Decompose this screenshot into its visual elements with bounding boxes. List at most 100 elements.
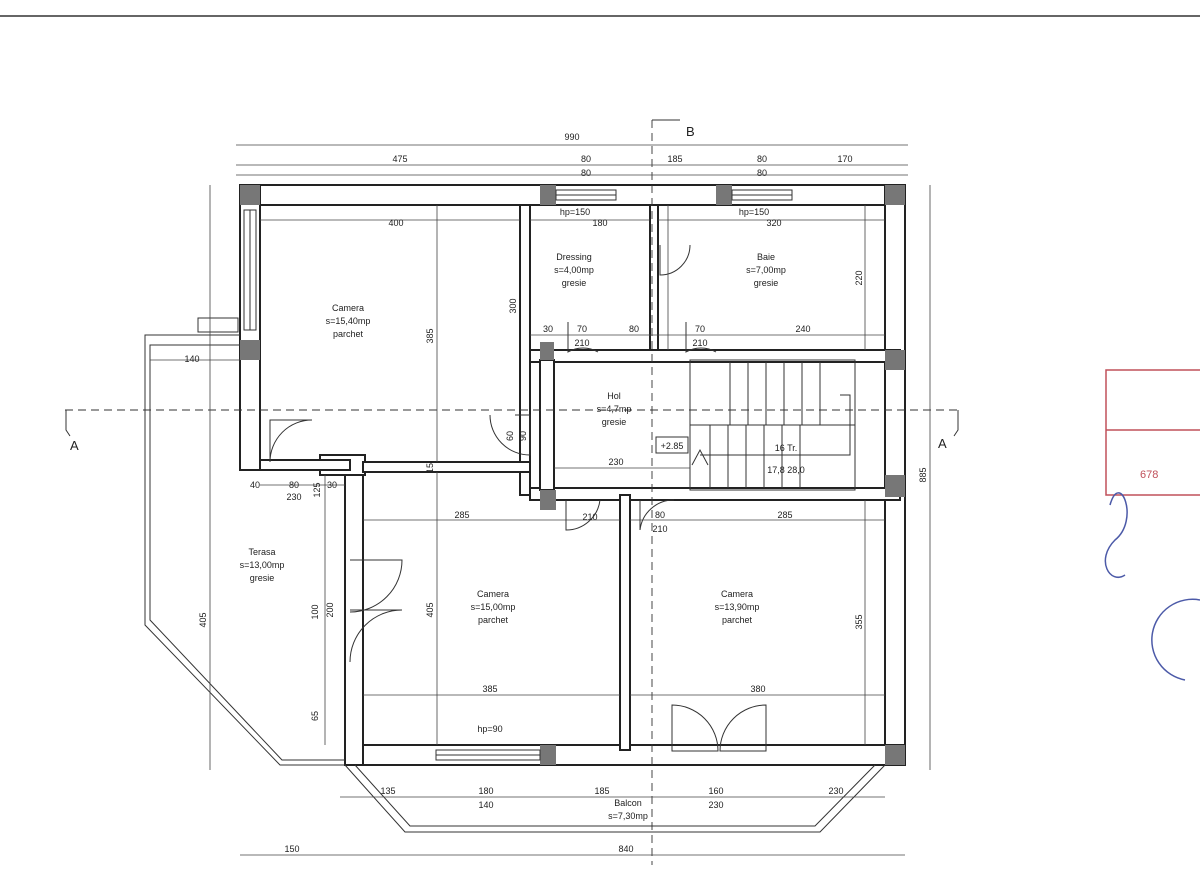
room-area: s=15,40mp	[326, 316, 371, 326]
dim-140: 140	[184, 354, 199, 364]
level-marker: +2.85	[661, 441, 684, 451]
dim-bottom-5: 230	[828, 786, 843, 796]
doors	[269, 244, 767, 752]
dim-top-4: 80	[757, 154, 767, 164]
stairs-size: 17,8 28,0	[767, 465, 805, 475]
dimension-lines	[150, 144, 931, 856]
dim-220: 220	[854, 270, 864, 285]
room-name: Camera	[477, 589, 509, 599]
room-finish: parchet	[722, 615, 753, 625]
room-area: s=7,30mp	[608, 811, 648, 821]
room-name: Camera	[721, 589, 753, 599]
dim-210-a: 210	[574, 338, 589, 348]
dim-bottom-8: 150	[284, 844, 299, 854]
dim-left-height: 405	[198, 612, 208, 627]
dim-355: 355	[854, 614, 864, 629]
dim-65: 65	[310, 711, 320, 721]
dim-bottom-6: 140	[478, 800, 493, 810]
dim-60: 60	[505, 431, 515, 441]
dim-210-c: 210	[582, 512, 597, 522]
dim-top-5: 170	[837, 154, 852, 164]
room-finish: gresie	[754, 278, 779, 288]
dim-210-b: 210	[692, 338, 707, 348]
section-label-a-right: A	[938, 436, 947, 451]
stamp-number: 678	[1140, 469, 1158, 481]
dim-top-sub-2: 80	[757, 168, 767, 178]
dim-405: 405	[425, 602, 435, 617]
room-balcon: Balcon s=7,30mp	[608, 798, 648, 821]
interior-walls	[362, 204, 901, 751]
dim-230-b: 230	[286, 492, 301, 502]
dim-80-c: 80	[655, 510, 665, 520]
room-area: s=15,00mp	[471, 602, 516, 612]
room-hol: Hol s=4,7mp gresie	[597, 391, 632, 427]
room-terasa: Terasa s=13,00mp gresie	[240, 547, 285, 583]
dim-300: 300	[508, 298, 518, 313]
dim-240: 240	[795, 324, 810, 334]
dim-bottom-4: 160	[708, 786, 723, 796]
dim-total-width: 990	[564, 132, 579, 142]
dim-200: 200	[325, 602, 335, 617]
room-area: s=13,90mp	[715, 602, 760, 612]
room-area: s=7,00mp	[746, 265, 786, 275]
dim-400: 400	[388, 218, 403, 228]
room-camera-1: Camera s=15,40mp parchet	[326, 303, 371, 339]
section-label-a-left: A	[70, 438, 79, 453]
dim-top-sub-1: 80	[581, 168, 591, 178]
dim-bottom-2: 180	[478, 786, 493, 796]
room-finish: gresie	[602, 417, 627, 427]
windows	[243, 189, 793, 761]
dim-30-b: 30	[327, 480, 337, 490]
room-area: s=13,00mp	[240, 560, 285, 570]
dim-40: 40	[250, 480, 260, 490]
room-name: Balcon	[614, 798, 642, 808]
window-label-dressing: hp=150	[560, 207, 590, 217]
dim-385-a: 385	[425, 328, 435, 343]
dim-right-height: 885	[918, 467, 928, 482]
dim-380: 380	[750, 684, 765, 694]
dim-80-a: 80	[629, 324, 639, 334]
staircase	[689, 359, 856, 491]
room-name: Hol	[607, 391, 621, 401]
stairs-steps: 16 Tr.	[775, 443, 798, 453]
dim-top-3: 185	[667, 154, 682, 164]
dim-bottom-3: 185	[594, 786, 609, 796]
room-finish: parchet	[478, 615, 509, 625]
section-label-b: B	[686, 124, 695, 139]
level-marker-box	[655, 436, 689, 454]
room-name: Camera	[332, 303, 364, 313]
section-axes	[65, 119, 960, 865]
room-baie: Baie s=7,00mp gresie	[746, 252, 786, 288]
dim-180: 180	[592, 218, 607, 228]
dim-top-1: 475	[392, 154, 407, 164]
approval-stamp: 678	[1104, 369, 1200, 681]
window-label-baie: hp=150	[739, 207, 769, 217]
room-area: s=4,00mp	[554, 265, 594, 275]
room-finish: parchet	[333, 329, 364, 339]
room-finish: gresie	[250, 573, 275, 583]
dim-70-b: 70	[695, 324, 705, 334]
dim-285-b: 285	[777, 510, 792, 520]
room-finish: gresie	[562, 278, 587, 288]
room-camera-3: Camera s=13,90mp parchet	[715, 589, 760, 625]
dim-210-d: 210	[652, 524, 667, 534]
dim-285-a: 285	[454, 510, 469, 520]
dim-bottom-7: 230	[708, 800, 723, 810]
dim-100: 100	[310, 604, 320, 619]
room-dressing: Dressing s=4,00mp gresie	[554, 252, 594, 288]
dim-90: 90	[518, 431, 528, 441]
dim-70-a: 70	[577, 324, 587, 334]
dim-30-a: 30	[543, 324, 553, 334]
window-label-camera-2: hp=90	[477, 724, 502, 734]
dim-15: 15	[425, 463, 435, 473]
terrace-outline	[144, 317, 345, 766]
room-name: Baie	[757, 252, 775, 262]
structural-columns	[240, 185, 905, 765]
room-camera-2: Camera s=15,00mp parchet	[471, 589, 516, 625]
dim-320: 320	[766, 218, 781, 228]
balcony-outline	[344, 764, 886, 833]
dim-230-a: 230	[608, 457, 623, 467]
dim-top-2: 80	[581, 154, 591, 164]
dim-80-b: 80	[289, 480, 299, 490]
